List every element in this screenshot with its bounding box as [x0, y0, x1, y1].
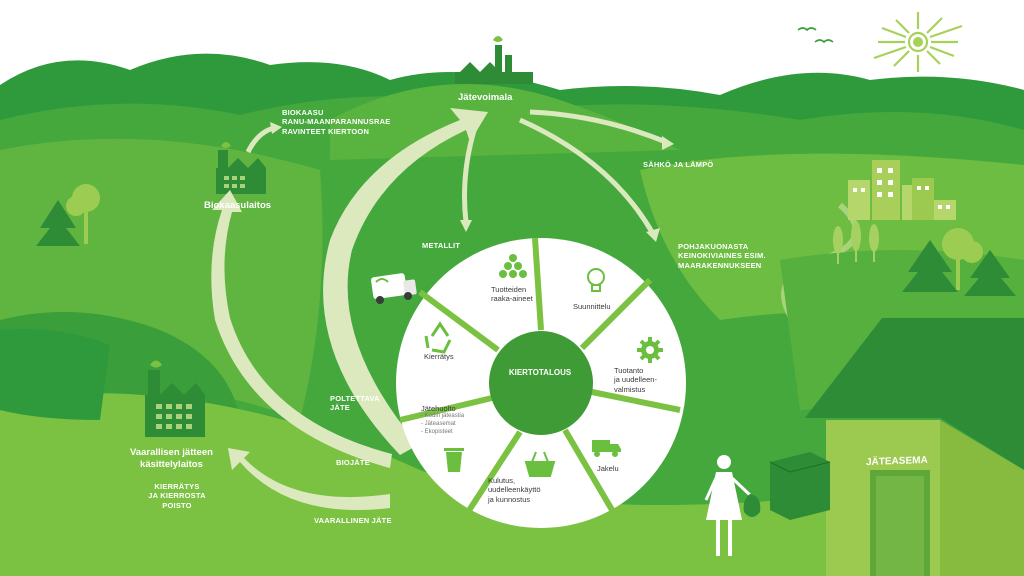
waste-station-building — [769, 318, 1024, 576]
vaarallinen-laitos-label: Vaarallisen jätteen käsittelylaitos — [130, 447, 213, 470]
center-circle — [489, 331, 593, 435]
pohjakuona-caption: POHJAKUONASTA KEINOKIVIAINES ESIM. MAARA… — [678, 242, 766, 270]
pyramid-icon — [499, 254, 527, 278]
lightbulb-icon — [587, 268, 605, 292]
segment-tuotanto: Tuotanto ja uudelleen- valmistus — [614, 366, 657, 394]
delivery-truck-icon — [592, 440, 621, 457]
tree-icon — [66, 184, 100, 244]
truck-icon — [371, 273, 417, 304]
vaarallinen-jate-caption: VAARALLINEN JÄTE — [314, 516, 392, 525]
poltettava-arrow — [323, 108, 488, 455]
biokaasu-caption: BIOKAASU RANU-MAANPARANNUSRAE RAVINTEET … — [282, 108, 391, 136]
output-arrows — [245, 109, 667, 234]
person-icon — [704, 455, 761, 556]
tree-icon — [902, 240, 1016, 296]
biojate-caption: BIOJÄTE — [336, 458, 370, 467]
bird-icon — [797, 27, 834, 44]
factory-icon — [145, 360, 205, 437]
segment-raaka-aineet: Tuotteiden raaka-aineet — [491, 285, 533, 304]
kierratys-poisto-caption: KIERRÄTYS JA KIERROSTA POISTO — [148, 482, 206, 510]
left-dark-patch — [0, 329, 110, 420]
factory-icon — [216, 142, 266, 194]
sahko-arrow — [529, 109, 667, 145]
segment-kierratys: Kierrätys — [424, 352, 454, 361]
tree-icon — [833, 221, 879, 264]
pohjakuona-arrow — [518, 117, 655, 234]
flow-arrows — [211, 108, 488, 511]
biojate-arrow — [211, 190, 392, 468]
jatevoimala-label: Jätevoimala — [458, 92, 513, 103]
tree-icon — [942, 228, 983, 290]
recycle-icon — [424, 321, 452, 354]
factory-icon — [455, 36, 533, 84]
poltettava-caption: POLTETTAVA JÄTE — [330, 394, 380, 413]
biokaasulaitos-label: Biokaasulaitos — [204, 200, 272, 211]
vaarallinen-arrow — [228, 448, 390, 511]
segment-jatehuolto: Jätehuolto - Kodin jäteastia - Jäteasema… — [421, 404, 465, 435]
segment-suunnittelu: Suunnittelu — [573, 302, 611, 311]
gear-icon — [637, 337, 663, 363]
metallit-arrow — [462, 117, 481, 223]
tree-icon — [36, 200, 80, 246]
foreground-meadow — [0, 393, 1024, 576]
jateasema-sign: JÄTEASEMA — [866, 454, 928, 469]
arrow-heads — [270, 122, 674, 242]
kiertotalous-label: KIERTOTALOUS — [508, 368, 572, 377]
basket-icon — [524, 451, 556, 477]
metallit-caption: METALLIT — [422, 241, 461, 250]
segment-jakelu: Jakelu — [597, 464, 619, 473]
city-buildings — [848, 160, 956, 220]
trash-bin-icon — [444, 448, 464, 472]
sun-icon — [873, 12, 963, 72]
segment-kulutus: Kulutus, uudelleenkäyttö ja kunnostus — [488, 476, 541, 504]
sahko-caption: SÄHKÖ JA LÄMPÖ — [643, 160, 714, 169]
